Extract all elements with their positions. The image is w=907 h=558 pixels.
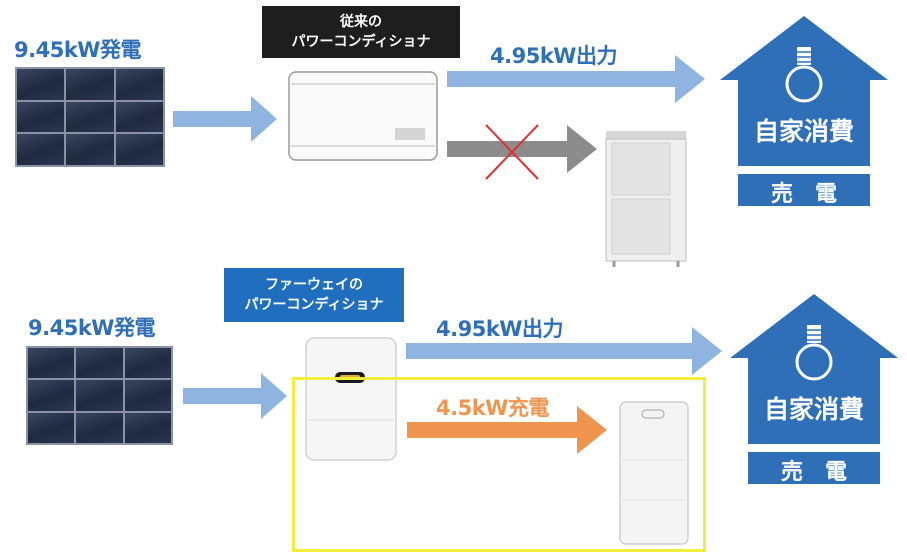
top-house-self-consumption: 自家消費 [753,117,854,146]
cross-icon [485,124,539,180]
highlight-frame [292,377,706,552]
bottom-house-self-consumption: 自家消費 [763,395,864,424]
bottom-light-bulb-icon [795,325,833,381]
bottom-inverter-label-line1: ファーウェイの [265,277,363,293]
top-house-sell: 売 電 [770,182,837,207]
bottom-charge-arrow [407,406,607,454]
bottom-charge-label: 4.5kW充電 [436,396,549,420]
bottom-inverter-icon [305,337,397,461]
bottom-output-label: 4.95kW出力 [436,317,563,341]
top-inverter-label: 従来の パワーコンディショナ [262,6,460,58]
bottom-output-arrow [406,327,722,375]
bottom-solar-panel-icon [26,346,173,445]
bottom-house-sell: 売 電 [780,460,847,485]
top-input-arrow [173,96,277,142]
top-light-bulb-icon [785,47,823,103]
top-battery-icon [605,131,687,267]
bottom-inverter-label: ファーウェイの パワーコンディショナ [224,268,404,322]
top-solar-panel-icon [15,67,165,167]
top-output-arrow [447,55,705,103]
bottom-generation-label: 9.45kW発電 [28,316,155,340]
top-inverter-label-line2: パワーコンディショナ [291,34,431,50]
top-generation-label: 9.45kW発電 [14,38,141,62]
top-inverter-label-line1: 従来の [340,14,382,30]
bottom-input-arrow [183,373,287,419]
bottom-battery-icon [619,401,689,545]
top-inverter-icon [288,71,438,161]
top-house-icon [720,16,888,206]
top-blocked-arrow [447,125,597,173]
bottom-inverter-label-line2: パワーコンディショナ [244,297,384,313]
top-output-label: 4.95kW出力 [490,44,617,68]
bottom-house-icon [730,294,898,484]
